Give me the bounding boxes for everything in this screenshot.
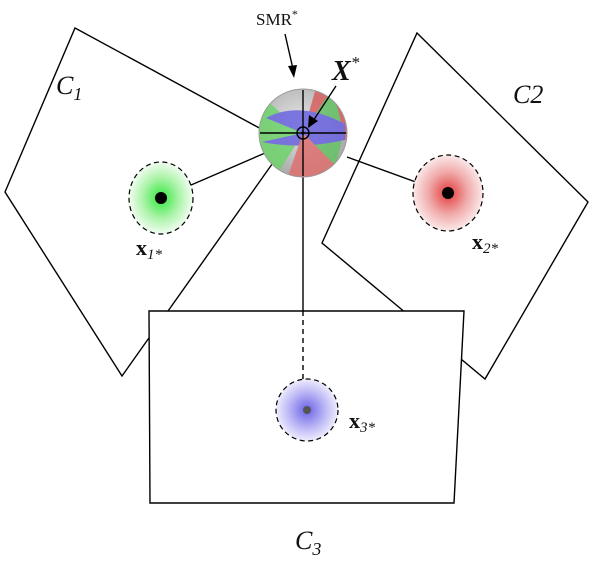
proj-x1-label: x1*	[136, 235, 163, 263]
smr-arrowhead	[288, 65, 297, 78]
point-X-star	[296, 126, 310, 140]
smr-arrow	[284, 33, 294, 70]
projection-x1	[128, 161, 194, 235]
X-arrow	[312, 85, 337, 122]
camera-c3-label: C3	[295, 526, 321, 559]
smr-label: SMR*	[256, 7, 298, 29]
projection-x2	[412, 154, 484, 232]
projection-x3	[275, 378, 339, 442]
point-x1	[155, 192, 167, 204]
proj-x3-label: x3*	[349, 408, 376, 436]
camera-c2-label: C2	[513, 80, 543, 109]
point-x3	[303, 406, 311, 414]
camera-c1-label: C1	[56, 71, 82, 104]
point-x2	[442, 187, 454, 199]
proj-x2-label: x2*	[472, 229, 499, 257]
X-star-label: X*	[331, 53, 360, 87]
smr-sphere	[258, 88, 348, 178]
X-arrowhead	[308, 115, 318, 128]
